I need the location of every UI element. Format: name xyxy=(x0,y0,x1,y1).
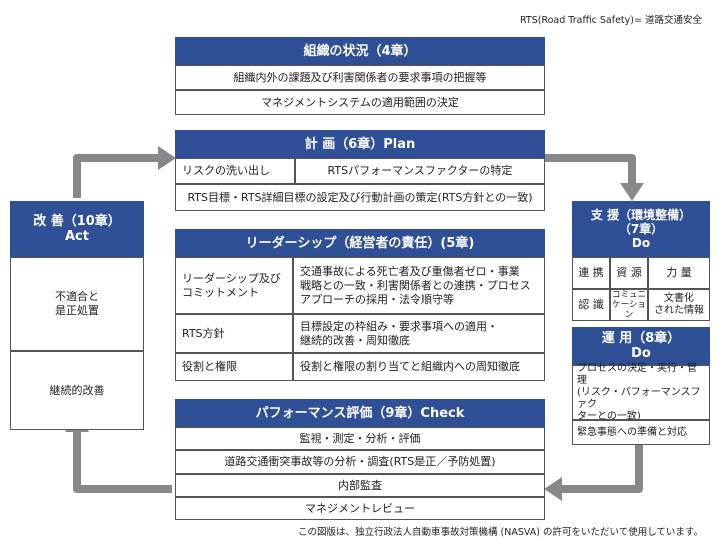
leadership-commitment-label: リーダーシップ及び コミットメント xyxy=(175,257,293,314)
act-label: Act xyxy=(65,229,89,244)
support-cell-resources: 資 源 xyxy=(610,257,648,289)
act-header: 改 善（10章） Act xyxy=(10,201,144,257)
support-cell-cooperation: 連 携 xyxy=(572,257,610,289)
check-row-3: 内部監査 xyxy=(175,474,545,497)
permission-note: この図版は、独立行政法人自動車事故対策機構 (NASVA) の許可をいただいて使… xyxy=(298,527,703,538)
support-cell-communication: コミュニ ケーション xyxy=(610,289,648,321)
arrow-plan-to-do xyxy=(545,154,636,185)
act-continual-improvement: 継続的改善 xyxy=(10,351,144,430)
arrow-act-to-plan xyxy=(73,154,160,198)
leadership-roles-text: 役割と権限の割り当てと組織内への周知徹底 xyxy=(293,353,545,381)
arrow-do-to-check xyxy=(560,445,643,493)
context-header: 組織の状況（4章） xyxy=(175,37,545,65)
support-cell-awareness: 認 識 xyxy=(572,289,610,321)
act-title: 改 善（10章） xyxy=(33,214,121,229)
arrowhead-plan xyxy=(158,146,176,170)
leadership-commitment-text: 交通事故による死亡者及び重傷者ゼロ・事業 戦略との一致・利害関係者との連携・プロ… xyxy=(293,257,545,314)
support-cell-competence: 力 量 xyxy=(648,257,710,289)
plan-objectives-cell: RTS目標・RTS詳細目標の設定及び行動計画の策定(RTS方針との一致) xyxy=(175,184,545,211)
check-row-4: マネジメントレビュー xyxy=(175,497,545,520)
arrowhead-do xyxy=(620,183,644,201)
check-row-2: 道路交通衝突事故等の分析・調査(RTS是正／予防処置) xyxy=(175,450,545,474)
support-title: 支 援（環境整備） xyxy=(590,208,692,222)
context-row-2: マネジメントシステムの適用範囲の決定 xyxy=(175,90,545,115)
leadership-roles-label: 役割と権限 xyxy=(175,353,293,381)
plan-header: 計 画（6章）Plan xyxy=(175,130,545,158)
rts-definition-note: RTS(Road Traffic Safety)= 道路交通安全 xyxy=(520,15,702,26)
context-row-1: 組織内外の課題及び利害関係者の要求事項の把握等 xyxy=(175,65,545,90)
plan-factor-cell: RTSパフォーマンスファクターの特定 xyxy=(295,158,545,184)
support-label: Do xyxy=(631,236,651,250)
operation-label: Do xyxy=(631,346,651,361)
leadership-policy-text: 目標設定の枠組み・要求事項への適用・ 継続的改善・周知徹底 xyxy=(293,314,545,353)
operation-title: 運 用（8章） xyxy=(601,331,681,346)
leadership-header: リーダーシップ（経営者の責任）(5章) xyxy=(175,229,545,257)
check-header: パフォーマンス評価（9章）Check xyxy=(175,399,545,427)
operation-header: 運 用（8章） Do xyxy=(572,327,710,365)
support-chapter: （7章） xyxy=(618,222,664,236)
arrowhead-check xyxy=(544,477,562,501)
support-cell-documented-info: 文書化 された情報 xyxy=(648,289,710,321)
plan-risk-cell: リスクの洗い出し xyxy=(175,158,295,184)
act-corrective-action: 不適合と 是正処置 xyxy=(10,257,144,351)
check-row-1: 監視・測定・分析・評価 xyxy=(175,427,545,450)
arrow-check-to-act xyxy=(73,430,172,493)
leadership-policy-label: RTS方針 xyxy=(175,314,293,353)
operation-process-cell: プロセスの決定・実行・管理 (リスク・パフォーマンスファク ターとの一致) xyxy=(572,363,710,422)
support-header: 支 援（環境整備） （7章） Do xyxy=(572,201,710,257)
operation-emergency-cell: 緊急事態への準備と対応 xyxy=(572,420,710,445)
